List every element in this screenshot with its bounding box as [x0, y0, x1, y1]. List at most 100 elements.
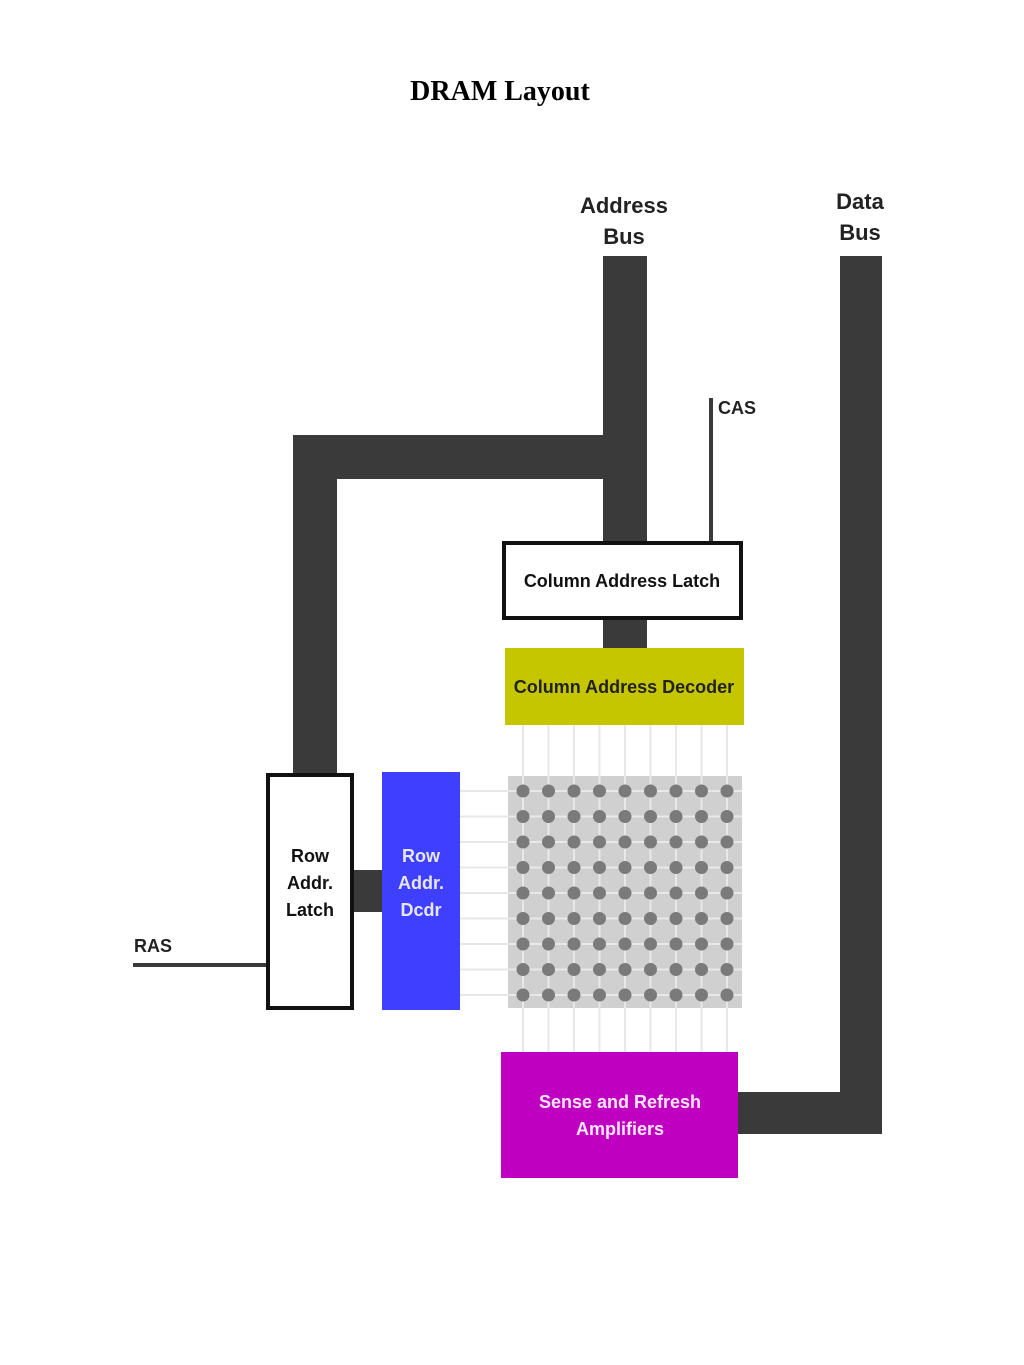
address-bus-branch — [293, 435, 647, 479]
data-bus-vertical — [840, 256, 882, 1134]
memory-cell — [516, 912, 530, 925]
page-title: DRAM Layout — [410, 76, 590, 107]
memory-cell — [644, 886, 657, 900]
memory-cell — [695, 861, 708, 874]
memory-cell — [720, 835, 734, 849]
memory-cell — [644, 810, 657, 823]
col-latch-to-decoder — [603, 618, 647, 648]
memory-cell — [695, 963, 708, 976]
memory-cell — [644, 861, 657, 874]
data-bus-label-1: Data — [836, 189, 884, 214]
memory-cell — [618, 784, 632, 798]
memory-cell — [669, 835, 683, 849]
column-address-decoder-label: Column Address Decoder — [514, 677, 734, 697]
row-latch-to-decoder — [352, 870, 382, 912]
row-address-latch-label-2: Addr. — [287, 873, 333, 893]
memory-cell — [593, 784, 606, 798]
row-address-decoder-label-1: Row — [402, 846, 441, 866]
memory-cell — [669, 912, 683, 925]
memory-cell — [567, 963, 581, 976]
memory-cell — [669, 784, 683, 798]
memory-cell — [593, 963, 606, 976]
memory-cell — [542, 810, 555, 823]
array-cells — [516, 784, 734, 1002]
memory-cell — [542, 963, 555, 976]
memory-cell — [720, 988, 734, 1002]
memory-cell — [720, 912, 734, 925]
memory-cell — [695, 937, 708, 951]
memory-cell — [644, 937, 657, 951]
memory-cell — [695, 988, 708, 1002]
memory-cell — [644, 963, 657, 976]
memory-cell — [567, 784, 581, 798]
memory-cell — [593, 835, 606, 849]
memory-cell — [618, 988, 632, 1002]
memory-cell — [542, 784, 555, 798]
row-address-decoder-label-2: Addr. — [398, 873, 444, 893]
memory-cell — [618, 912, 632, 925]
memory-cell — [669, 861, 683, 874]
memory-cell — [669, 963, 683, 976]
memory-cell — [720, 784, 734, 798]
memory-cell — [720, 810, 734, 823]
column-address-decoder — [505, 648, 744, 725]
memory-cell — [542, 937, 555, 951]
memory-cell — [593, 937, 606, 951]
memory-cell — [593, 912, 606, 925]
memory-cell — [618, 937, 632, 951]
cas-label: CAS — [718, 398, 756, 418]
memory-cell — [695, 810, 708, 823]
memory-cell — [695, 784, 708, 798]
ras-label: RAS — [134, 936, 172, 956]
sense-refresh-amplifiers — [501, 1052, 738, 1178]
memory-cell — [567, 810, 581, 823]
address-bus-label-1: Address — [580, 193, 668, 218]
data-bus-to-sense — [737, 1092, 882, 1134]
memory-cell — [516, 810, 530, 823]
row-address-latch — [266, 773, 354, 1010]
memory-cell — [695, 835, 708, 849]
memory-cell — [593, 988, 606, 1002]
memory-cell — [618, 963, 632, 976]
memory-cell — [567, 835, 581, 849]
memory-cell — [516, 861, 530, 874]
memory-cell — [695, 912, 708, 925]
data-bus-label-2: Bus — [839, 220, 881, 245]
memory-cell — [720, 937, 734, 951]
column-address-latch-label: Column Address Latch — [524, 571, 720, 591]
memory-cell — [669, 937, 683, 951]
address-bus-path — [293, 256, 647, 775]
address-bus-vertical — [603, 256, 647, 543]
memory-cell — [669, 988, 683, 1002]
memory-cell — [720, 886, 734, 900]
memory-cell — [567, 988, 581, 1002]
memory-cell — [516, 988, 530, 1002]
memory-cell — [720, 861, 734, 874]
row-address-decoder — [382, 772, 460, 1010]
memory-cell — [644, 988, 657, 1002]
column-address-latch — [502, 541, 743, 620]
memory-cell — [567, 912, 581, 925]
memory-cell — [644, 784, 657, 798]
row-address-latch-label-1: Row — [291, 846, 330, 866]
memory-cell — [618, 886, 632, 900]
memory-cell — [542, 912, 555, 925]
memory-cell — [567, 861, 581, 874]
memory-cell — [542, 988, 555, 1002]
memory-cell — [567, 886, 581, 900]
memory-cell — [593, 810, 606, 823]
memory-cell — [644, 835, 657, 849]
sense-amplifiers-label-1: Sense and Refresh — [539, 1092, 701, 1112]
memory-cell — [516, 835, 530, 849]
memory-cell — [567, 937, 581, 951]
address-bus-to-row-latch — [293, 435, 337, 775]
memory-cell — [720, 963, 734, 976]
memory-cell — [542, 861, 555, 874]
memory-cell — [593, 861, 606, 874]
memory-cell — [644, 912, 657, 925]
data-bus-path — [737, 256, 882, 1134]
memory-cell — [593, 886, 606, 900]
address-bus-label-2: Bus — [603, 224, 645, 249]
memory-cell — [618, 810, 632, 823]
